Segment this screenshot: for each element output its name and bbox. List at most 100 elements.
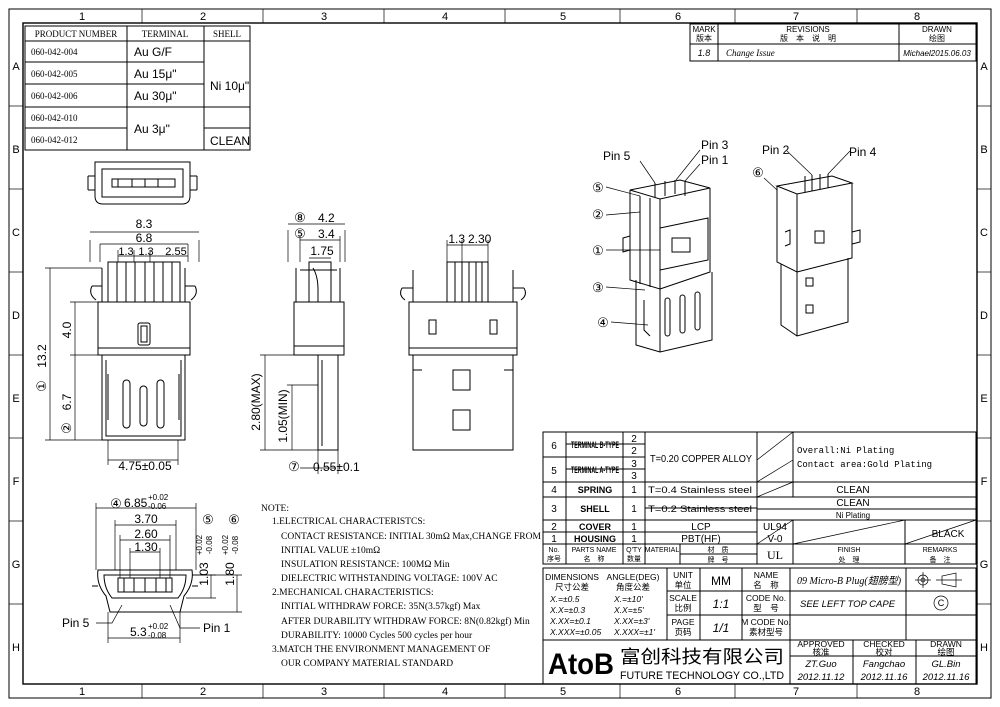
bom-h-qty-cn: 数量 <box>627 554 641 563</box>
tb-scale-cn: 比例 <box>674 603 691 613</box>
terminal-row-3: Au 30μ" <box>134 89 177 103</box>
back-view: 1.3 2.30 <box>400 232 526 451</box>
rev-mark-value: 1.8 <box>698 48 711 58</box>
tb-code-value: SEE LEFT TOP CAPE <box>800 599 896 610</box>
note-line-8: AFTER DURABILITY WITHDRAW FORCE: 8N(0.82… <box>281 616 530 627</box>
dim-1-03-tol-up: +0.02 <box>195 534 204 555</box>
bom-h-no-en: No. <box>549 547 560 554</box>
dim-6-85: 6.85 <box>124 496 148 510</box>
bom-row-5-qty: 3 <box>631 459 637 470</box>
shell-merged-1: Ni 10μ" <box>210 79 249 93</box>
bom-row-4-no: 4 <box>551 485 557 496</box>
tb-page-en: PAGE <box>672 617 695 627</box>
tb-code-cn: 型 号 <box>753 603 779 613</box>
balloon-2-front: ② <box>59 422 74 434</box>
note-line-4: INSULATION RESISTANCE: 100MΩ Min <box>281 560 450 570</box>
rev-rev-en: REVISIONS <box>786 25 830 34</box>
tb-name-cn: 名 称 <box>753 580 779 590</box>
col-4-bottom: 4 <box>442 686 448 698</box>
row-d-left: D <box>12 310 20 322</box>
bom-ul94: UL94 <box>763 522 787 533</box>
note-line-3: INITIAL VALUE ±10mΩ <box>281 546 380 556</box>
bom-row-2-qty: 1 <box>631 522 637 533</box>
tb-ang-3: X.XX=±3' <box>613 616 650 626</box>
front-view: 8.3 6.8 1.3 1.3 2.55 4.0 13.2 6.7 4.75±0… <box>34 217 200 473</box>
bom-h-finish-cn: 处 理 <box>839 555 860 564</box>
balloon-8-side: ⑧ <box>294 210 306 225</box>
tb-ang-4: X.XXX=±1' <box>613 627 655 637</box>
row-g-right: G <box>980 559 989 571</box>
product-row-2: 060-042-005 <box>31 69 78 79</box>
bom-h-remarks-cn: 备 注 <box>930 555 951 564</box>
dim-2-60: 2.60 <box>134 527 158 541</box>
top-end-view <box>87 161 198 205</box>
dim-1-03: 1.03 <box>197 562 211 586</box>
company-name-en: FUTURE TECHNOLOGY CO.,LTD <box>620 670 784 682</box>
dim-1-3a: 1.3 <box>118 246 133 258</box>
row-g-left: G <box>12 559 21 571</box>
col-4-top: 4 <box>442 11 448 23</box>
tb-ang-2: X.X=±5' <box>613 605 644 615</box>
tb-mcode-cn: 素材型号 <box>749 627 783 637</box>
note-line-9: DURABILITY: 10000 Cycles 500 cycles per … <box>281 631 473 641</box>
note-line-7: INITIAL WITHDRAW FORCE: 35N(3.57kgf) Max <box>281 601 481 612</box>
col-6-top: 6 <box>675 11 681 23</box>
row-f-right: F <box>981 476 988 488</box>
dim-6-85-tol-up: +0.02 <box>148 493 169 502</box>
col-7-top: 7 <box>793 11 799 23</box>
revisions-table: MARK 版本 REVISIONS 版 本 说 明 DRAWN 绘图 1.8 C… <box>689 23 977 62</box>
bom-row-3-name: SHELL <box>580 504 610 514</box>
dim-4-2: 4.2 <box>318 211 335 225</box>
row-c-left: C <box>12 227 20 239</box>
tb-dimensions-cn: 尺寸公差 <box>555 582 589 592</box>
title-block: DIMENSIONS 尺寸公差 ANGLE(DEG) 角度公差 X.=±0.5 … <box>542 567 977 685</box>
header-shell: SHELL <box>213 29 241 39</box>
balloon-6-section: ⑥ <box>228 512 240 527</box>
tb-drawn-cn: 绘图 <box>937 647 954 657</box>
header-product-number: PRODUCT NUMBER <box>35 29 118 39</box>
col-2-top: 2 <box>200 11 206 23</box>
copyright-icon: C <box>933 595 949 611</box>
col-7-bottom: 7 <box>793 686 799 698</box>
side-view: 4.2 3.4 1.75 2.80(MAX) 1.05(MIN) 0.55±0.… <box>249 210 360 474</box>
col-6-bottom: 6 <box>675 686 681 698</box>
dim-8-3: 8.3 <box>136 217 153 231</box>
bom-h-brand-cn: 牌 号 <box>708 555 729 564</box>
dim-5-3-tol-up: +0.02 <box>148 622 169 631</box>
bom-row-4-qty: 1 <box>631 485 637 496</box>
row-h-right: H <box>980 642 988 654</box>
product-row-3: 060-042-006 <box>31 91 78 101</box>
balloon-2-iso: ② <box>592 207 604 222</box>
tb-unit-en: UNIT <box>673 570 693 580</box>
balloon-5-iso: ⑤ <box>592 180 604 195</box>
balloon-4-iso: ④ <box>597 315 609 330</box>
tb-drawn-en: DRAWN <box>930 639 962 649</box>
dim-6-7: 6.7 <box>60 393 74 410</box>
tb-dimensions-en: DIMENSIONS <box>545 572 599 582</box>
terminal-merged: Au 3μ" <box>134 122 170 136</box>
bom-row-3-no: 3 <box>551 504 557 515</box>
bom-row-6-name: TERMINAL B-TYPE <box>571 440 619 450</box>
col-3-top: 3 <box>321 11 327 23</box>
cross-section-view: 6.85 +0.02 -0.06 3.70 2.60 1.30 1.03 +0.… <box>62 493 242 643</box>
bom-h-parts-en: PARTS NAME <box>572 547 617 554</box>
tb-page-value: 1/1 <box>713 621 730 635</box>
product-row-5: 060-042-012 <box>31 135 78 145</box>
bom-h-material-cn: 材 质 <box>708 545 729 554</box>
label-pin1-section: Pin 1 <box>203 621 231 635</box>
bom-v0: V-0 <box>767 534 782 545</box>
product-table: PRODUCT NUMBER TERMINAL SHELL 060-042-00… <box>24 25 251 151</box>
bom-row-6-qty-2: 2 <box>631 446 637 457</box>
row-b-left: B <box>12 144 19 156</box>
tb-angle-en: ANGLE(DEG) <box>607 572 660 582</box>
iso-label-pin4: Pin 4 <box>849 145 877 159</box>
dim-5-3: 5.3 <box>130 625 147 639</box>
tb-drawn-date: 2012.11.16 <box>922 672 971 683</box>
bom-ul: UL <box>767 548 783 562</box>
terminal-row-2: Au 15μ" <box>134 67 177 81</box>
tb-approved-name: ZT.Guo <box>804 659 836 670</box>
dim-3-4: 3.4 <box>318 227 335 241</box>
dim-0-55: 0.55±0.1 <box>313 460 360 474</box>
sheet-border: 1 2 3 4 5 6 7 8 1 2 3 4 5 6 7 8 A B C D … <box>8 8 992 699</box>
bom-row-1-material: PBT(HF) <box>681 534 720 545</box>
